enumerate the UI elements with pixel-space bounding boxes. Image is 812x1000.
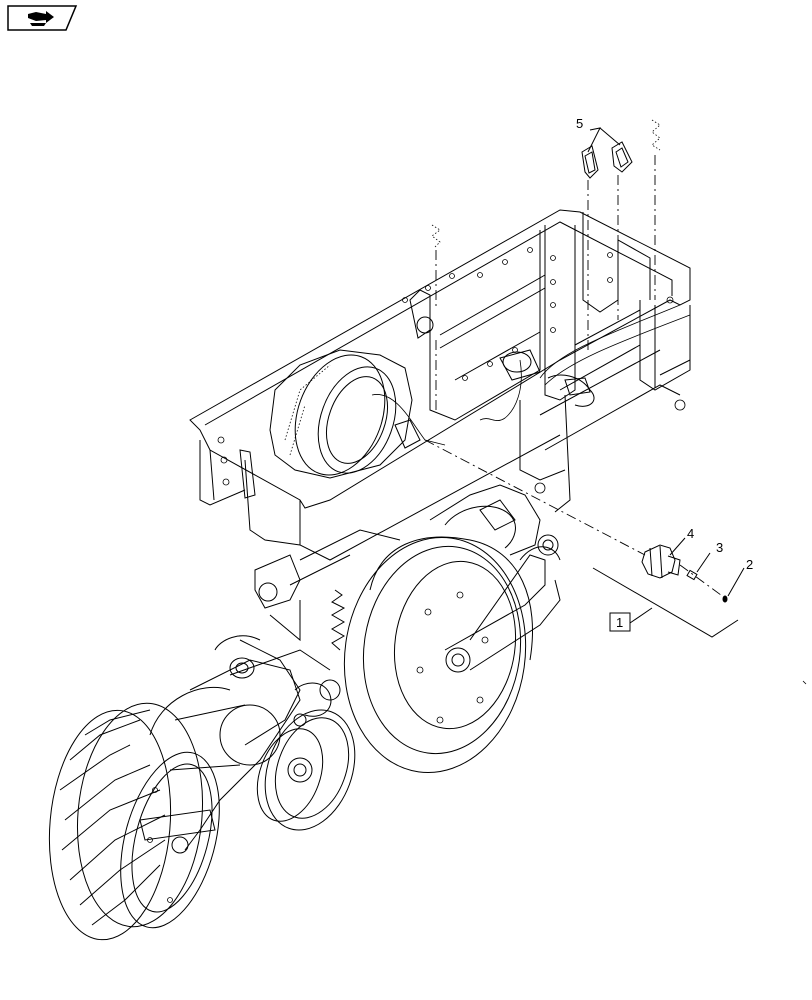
pin-clip-right: [651, 119, 661, 151]
part-5-retaining-clip-right: [611, 141, 633, 173]
part-3-pin: [686, 569, 698, 581]
press-wheel-rear: [120, 751, 220, 929]
callout-2: 2: [746, 557, 753, 572]
drive-shaft-assembly: [429, 484, 559, 556]
part-2-rivet: [722, 595, 728, 603]
wiring-harness: [479, 304, 691, 421]
callout-3: 3: [716, 540, 723, 555]
part-4-quick-coupler: [641, 544, 681, 579]
callout-1: 1: [616, 615, 623, 630]
firming-roller: [169, 704, 281, 771]
forward-nav-button[interactable]: [6, 4, 78, 32]
forward-arrow-icon: [28, 11, 54, 26]
part-5-retaining-clip-left: [581, 145, 599, 179]
press-wheel-tread: [48, 702, 204, 941]
callout-5: 5: [576, 116, 583, 131]
gauge-wheel-large: [343, 536, 561, 774]
closing-disc: [256, 709, 356, 831]
seed-meter-housing: [269, 349, 446, 479]
frame-holes: [217, 247, 686, 494]
pin-clip-left: [431, 224, 441, 249]
kit-reference-box: [609, 612, 631, 632]
parallel-linkage: [149, 554, 341, 851]
assembly-center-lines: [424, 155, 726, 599]
callout-4: 4: [687, 526, 694, 541]
leader-lines: [587, 127, 745, 638]
row-unit-frame: [189, 209, 691, 561]
